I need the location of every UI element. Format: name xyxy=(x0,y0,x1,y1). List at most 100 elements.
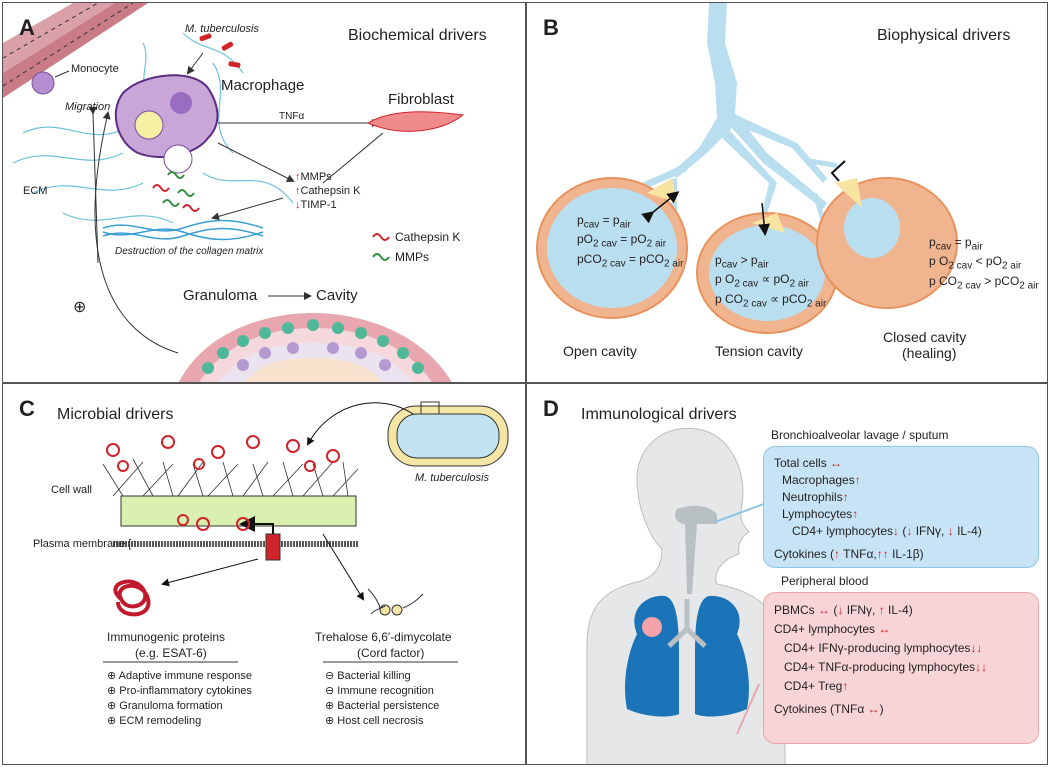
granuloma xyxy=(179,313,452,382)
plus-icon: ⊕ xyxy=(73,299,87,316)
enzyme-scatter xyxy=(152,171,200,212)
panel-c-illustration xyxy=(102,401,509,663)
monocyte-label: Monocyte xyxy=(71,63,119,75)
list-item: ⊕ ECM remodeling xyxy=(107,715,202,727)
mmps-legend-icon xyxy=(372,253,390,261)
vesicle xyxy=(163,144,193,174)
granuloma-label: Granuloma xyxy=(183,287,258,304)
panel-d-title: Immunological drivers xyxy=(581,406,737,423)
cathepsin-legend-icon xyxy=(372,233,390,241)
pb-pointer xyxy=(736,683,760,735)
bal-list: Total cells ↔ Macrophages↑ Neutrophils↑ … xyxy=(774,455,982,563)
pb-cd4-tnfa: CD4+ TNFα-producing lymphocytes↓↓ xyxy=(784,660,988,674)
migration-label: Migration xyxy=(65,101,111,113)
panel-b-biophysical: B Biophysical drivers pcav = pair pO2 ca… xyxy=(526,2,1048,383)
bal-cytokines: Cytokines (↑ TNFα,↑↑ IL-1β) xyxy=(774,547,924,561)
mycolic-acids xyxy=(102,458,359,497)
pb-cd4-ifng: CD4+ IFNγ-producing lymphocytes↓↓ xyxy=(784,641,983,655)
bal-lymphocytes: Lymphocytes↑ xyxy=(782,507,859,521)
bacilli xyxy=(199,33,241,68)
cavity-label: Cavity xyxy=(316,287,358,304)
open-cavity-equations: pcav = pair pO2 cav = pO2 air pCO2 cav =… xyxy=(577,213,684,270)
closed-cavity xyxy=(816,177,958,309)
tension-cavity-label: Tension cavity xyxy=(715,343,803,359)
pb-pbmcs: PBMCs ↔ (↓ IFNγ, ↑ IL-4) xyxy=(774,603,913,617)
legend-mmps-label: MMPs xyxy=(395,250,429,264)
bal-box: Total cells ↔ Macrophages↑ Neutrophils↑ … xyxy=(763,446,1039,568)
bal-macrophages: Macrophages↑ xyxy=(782,473,861,487)
pb-cytokines: Cytokines (TNFα ↔) xyxy=(774,702,884,716)
right-lung xyxy=(695,595,749,717)
closed-cavity-label: Closed cavity xyxy=(883,329,967,345)
m-tuberculosis-label-c: M. tuberculosis xyxy=(415,472,489,484)
plasma-membrane-label: Plasma membrane [ xyxy=(33,538,132,550)
panel-b-label: B xyxy=(543,15,559,40)
pb-cd4: CD4+ lymphocytes ↔ xyxy=(774,622,891,636)
bal-cd4: CD4+ lymphocytes↓ (↓ IFNγ, ↓ IL-4) xyxy=(792,524,982,538)
immunogenic-effects-list: ⊕ Adaptive immune response ⊕ Pro-inflamm… xyxy=(107,669,252,729)
pb-title: Peripheral blood xyxy=(781,574,869,588)
list-item: ⊕ Host cell necrosis xyxy=(325,715,424,727)
immunogenic-title: Immunogenic proteins xyxy=(107,630,226,644)
fibroblast-cell xyxy=(366,111,465,132)
immunogenic-sub: (e.g. ESAT-6) xyxy=(135,646,207,660)
mmps-up: ↑MMPs xyxy=(295,171,332,183)
open-cavity xyxy=(536,177,688,319)
bronchi xyxy=(667,599,707,648)
macrophage-label: Macrophage xyxy=(221,77,305,94)
fibroblast-label: Fibroblast xyxy=(388,91,454,108)
immunogenic-protein-icon xyxy=(113,579,151,617)
cathepsin-up: ↑Cathepsin K xyxy=(295,185,361,197)
open-cavity-label: Open cavity xyxy=(563,343,637,359)
panel-d-illustration xyxy=(586,427,786,764)
panel-a-title: Biochemical drivers xyxy=(348,27,487,44)
left-lung xyxy=(625,595,679,717)
list-item: ⊕ Adaptive immune response xyxy=(107,670,252,682)
panel-b-illustration xyxy=(536,3,958,334)
bal-title: Bronchioalveolar lavage / sputum xyxy=(771,428,949,442)
collagen-matrix xyxy=(102,219,264,241)
secretion-channel xyxy=(265,533,281,561)
panel-a-biochemical: A Biochemical drivers M. tuberculosis Mo… xyxy=(2,2,526,383)
destruction-label: Destruction of the collagen matrix xyxy=(115,246,264,257)
bal-neutrophils: Neutrophils↑ xyxy=(782,490,849,504)
monocyte-cell xyxy=(31,71,55,95)
human-silhouette xyxy=(586,427,786,764)
macrophage-nucleus xyxy=(170,92,192,114)
panel-c-title: Microbial drivers xyxy=(57,406,174,423)
timp1-down: ↓TIMP-1 xyxy=(295,199,337,211)
list-item: ⊕ Bacterial persistence xyxy=(325,700,440,712)
tnfa-label: TNFα xyxy=(279,111,305,122)
tension-cavity xyxy=(696,212,838,334)
panel-c-label: C xyxy=(19,396,35,421)
trehalose-title: Trehalose 6,6′-dimycolate xyxy=(315,630,452,644)
closed-cavity-equations: pcav = pair p O2 cav < pO2 air p CO2 cav… xyxy=(929,235,1039,292)
panel-c-microbial: C Microbial drivers M. tuberculosis Cell… xyxy=(2,383,526,765)
bal-pointer xyxy=(714,501,770,523)
panel-d-label: D xyxy=(543,396,559,421)
trehalose-effects-list: ⊖ Bacterial killing ⊖ Immune recognition… xyxy=(325,669,439,729)
list-item: ⊖ Bacterial killing xyxy=(325,670,411,682)
red-proteins xyxy=(106,435,340,531)
panel-a-illustration xyxy=(3,3,465,382)
bacillus-illustration xyxy=(387,401,509,467)
pb-treg: CD4+ Treg↑ xyxy=(784,679,849,693)
bal-total-cells: Total cells ↔ xyxy=(774,456,843,470)
trehalose-icon xyxy=(367,588,424,616)
pb-box: PBMCs ↔ (↓ IFNγ, ↑ IL-4) CD4+ lymphocyte… xyxy=(763,592,1039,744)
m-tuberculosis-label: M. tuberculosis xyxy=(185,23,259,35)
panel-d-immunological: D Immunological drivers Bronchioalveolar… xyxy=(526,383,1048,765)
list-item: ⊕ Granuloma formation xyxy=(107,700,223,712)
tension-cavity-equations: pcav > pair p O2 cav ∝ pO2 air p CO2 cav… xyxy=(715,253,827,310)
ecm-label: ECM xyxy=(23,185,48,197)
trehalose-sub: (Cord factor) xyxy=(357,646,425,660)
list-item: ⊕ Pro-inflammatory cytokines xyxy=(107,685,252,697)
macrophage-cell xyxy=(114,74,219,159)
phagosome xyxy=(134,110,164,140)
pb-list: PBMCs ↔ (↓ IFNγ, ↑ IL-4) CD4+ lymphocyte… xyxy=(774,601,987,719)
trachea xyxy=(674,505,717,594)
lesion-marker xyxy=(642,617,662,637)
list-item: ⊖ Immune recognition xyxy=(325,685,434,697)
cell-wall-label: Cell wall xyxy=(51,484,92,496)
healing-label: (healing) xyxy=(902,345,957,361)
